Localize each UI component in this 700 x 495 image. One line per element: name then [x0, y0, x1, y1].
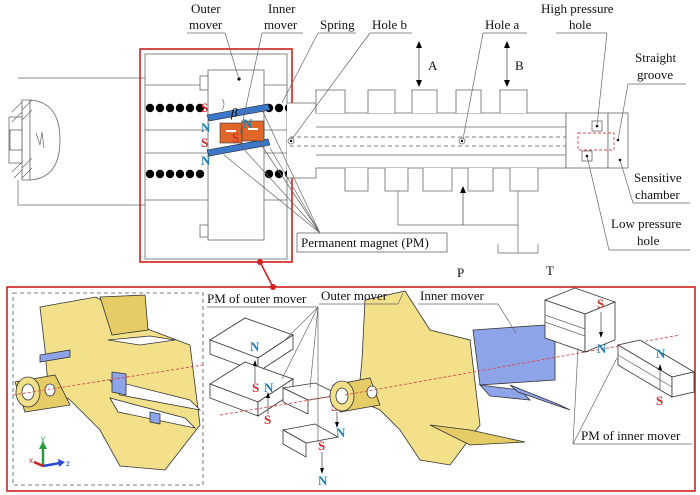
hole-b-label: Hole b — [372, 17, 407, 32]
spring-coil-dot — [195, 169, 205, 179]
spring-coil-dot — [175, 103, 185, 113]
high-pressure-hole-label-l1: High pressure — [541, 1, 614, 16]
spring-coil-dot — [145, 169, 155, 179]
angle-beta-label: β — [230, 105, 238, 120]
outer-mover-label-l2: mover — [189, 17, 223, 32]
spring-coil-dot — [155, 103, 165, 113]
outer-pm-pole-n2: N — [264, 380, 274, 395]
top-schematic: S N S N N S β — [8, 1, 690, 280]
spring-coil-dot — [165, 103, 175, 113]
spring-coil-dot — [175, 169, 185, 179]
spring-coil-dot — [185, 103, 195, 113]
outer-pm-pole-n4: N — [318, 473, 328, 488]
hole-a-label: Hole a — [485, 17, 520, 32]
straight-groove-label-l1: Straight — [635, 50, 677, 65]
pm-outer-label: PM of outer mover — [207, 291, 307, 306]
outer-mover-label-l1: Outer — [191, 1, 221, 16]
outer-pm-pole-s2: S — [264, 412, 271, 427]
pole-s-2: S — [201, 135, 208, 150]
outer-pm-pole-s1: S — [252, 380, 259, 395]
inner-mover-3d-label: Inner mover — [420, 288, 485, 303]
detail-connector — [259, 261, 274, 288]
pole-s-3: S — [232, 130, 239, 145]
inner-pm-pole-s2: S — [656, 393, 663, 408]
outer-pm-pole-n1: N — [250, 339, 260, 354]
axes-triad: y z x — [29, 434, 70, 468]
outer-mover-3d-label: Outer mover — [321, 288, 388, 303]
outer-mover-block — [207, 69, 265, 241]
cap-link-line — [17, 180, 145, 206]
low-pressure-hole-label-l2: hole — [637, 233, 660, 248]
inner-pm-pole-n2: N — [656, 346, 666, 361]
axis-x-label: x — [29, 456, 33, 465]
pole-n-3: N — [243, 116, 253, 131]
pm-outer-bottom — [206, 138, 271, 157]
port-a-label: A — [428, 58, 438, 73]
spring-coil-dot — [195, 103, 205, 113]
pm-callout-box — [296, 232, 448, 253]
spring-coil-dot — [274, 103, 284, 113]
axis-z-label: z — [66, 459, 70, 468]
sensitive-chamber-label-l1: Sensitive — [634, 170, 682, 185]
spring-label: Spring — [320, 17, 355, 32]
pole-n-1: N — [201, 120, 211, 135]
sensitive-chamber-label-l2: chamber — [635, 187, 680, 202]
inner-pm-pole-s1: S — [597, 296, 604, 311]
port-b-label: B — [515, 58, 524, 73]
spring-coil-dot — [155, 169, 165, 179]
outer-pm-exploded: N S N S S N S N PM of outer mover — [207, 291, 346, 488]
port-p-label: P — [457, 265, 464, 280]
low-pressure-hole-label-l1: Low pressure — [611, 216, 682, 231]
pm-inner-right — [241, 120, 265, 142]
hydraulic-lines — [397, 191, 539, 254]
spring-coil-dot — [165, 169, 175, 179]
spring-coil-dot — [185, 169, 195, 179]
pm-outer-top — [206, 103, 271, 122]
pole-s-1: S — [201, 100, 208, 115]
inner-mover-label-l2: mover — [264, 17, 298, 32]
spring-coil-dot — [264, 169, 274, 179]
spool — [287, 89, 629, 192]
inner-mover-label-l1: Inner — [268, 1, 296, 16]
inner-pm-exploded: S N N S PM of inner mover — [543, 287, 696, 445]
assembly-view-frame — [12, 292, 204, 486]
detail-panel — [6, 286, 696, 492]
outer-pm-pole-n3: N — [336, 425, 346, 440]
inner-pm-pole-n1: N — [597, 341, 607, 356]
outer-pm-pole-s4: S — [318, 438, 325, 453]
straight-groove-label-l2: groove — [637, 67, 673, 82]
exploded-mover-3d: Outer mover Inner mover — [319, 288, 681, 466]
pole-n-2: N — [201, 153, 211, 168]
high-pressure-hole-label-l2: hole — [569, 17, 592, 32]
port-t-label: T — [546, 263, 554, 278]
pm-inner-label: PM of inner mover — [581, 428, 681, 443]
end-cap — [8, 99, 61, 181]
spring-coil-dot — [145, 103, 155, 113]
spring-coil-dot — [274, 169, 284, 179]
assembled-mover-3d — [12, 294, 204, 471]
permanent-magnet-label: Permanent magnet (PM) — [301, 235, 429, 250]
axis-y-label: y — [41, 434, 45, 443]
